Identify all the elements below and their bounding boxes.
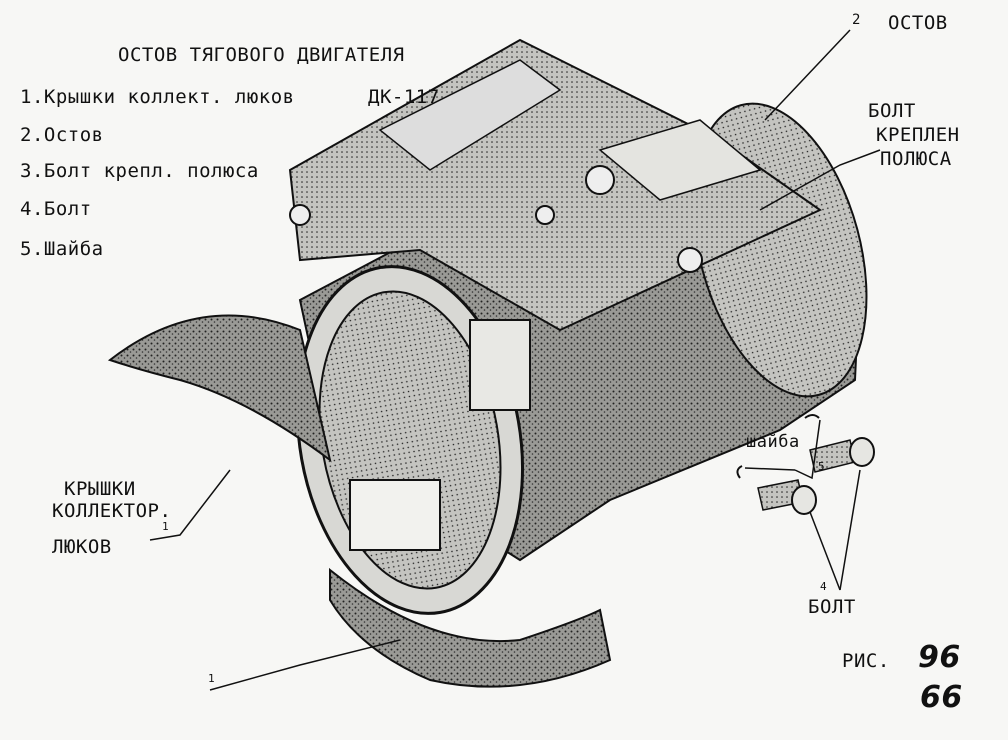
- legend-item-3: 3.Болт крепл. полюса: [20, 160, 259, 182]
- leader-lines: [149, 29, 881, 691]
- legend-item-5: 5.Шайба: [20, 238, 104, 260]
- callout-number-2: 2: [852, 12, 861, 28]
- washer-lower: [736, 465, 743, 479]
- callout-bolt: БОЛТ: [808, 596, 856, 618]
- washer-upper: [804, 414, 820, 419]
- front-flange-ring: [295, 265, 531, 615]
- motor-model: ДК-117: [368, 86, 440, 108]
- bolt-lower: [757, 479, 817, 515]
- legend-item-1: 1.Крышки коллект. люков: [20, 86, 295, 108]
- callout-number-1a: 1: [162, 520, 170, 533]
- collector-hatch-cover-top: [107, 314, 332, 463]
- figure-title: ОСТОВ ТЯГОВОГО ДВИГАТЕЛЯ: [118, 44, 405, 66]
- callout-bolt-krepl-line2: КРЕПЛЕН: [876, 124, 960, 146]
- callout-kryshki-line2: КОЛЛЕКТОР.: [52, 500, 172, 522]
- callout-number-4: 4: [820, 580, 828, 593]
- callout-ostov: ОСТОВ: [888, 12, 948, 34]
- legend-item-2: 2.Остов: [20, 124, 104, 146]
- figure-label: РИС.: [842, 650, 890, 672]
- figure-number-bottom: 66: [920, 680, 963, 715]
- callout-bolt-krepl-line1: БОЛТ: [868, 100, 916, 122]
- callout-bolt-krepl-line3: ПОЛЮСА: [880, 148, 952, 170]
- bolt-upper: [809, 437, 875, 473]
- callout-number-5: 5: [818, 460, 826, 473]
- callout-shaiba: шайба: [746, 432, 800, 452]
- collector-hatch-cover-bottom: [329, 567, 612, 688]
- legend-item-4: 4.Болт: [20, 198, 92, 220]
- figure-number-top: 96: [918, 640, 961, 675]
- callout-kryshki-line3: ЛЮКОВ: [52, 536, 112, 558]
- callout-number-1b: 1: [208, 672, 216, 685]
- callout-kryshki-line1: КРЫШКИ: [64, 478, 136, 500]
